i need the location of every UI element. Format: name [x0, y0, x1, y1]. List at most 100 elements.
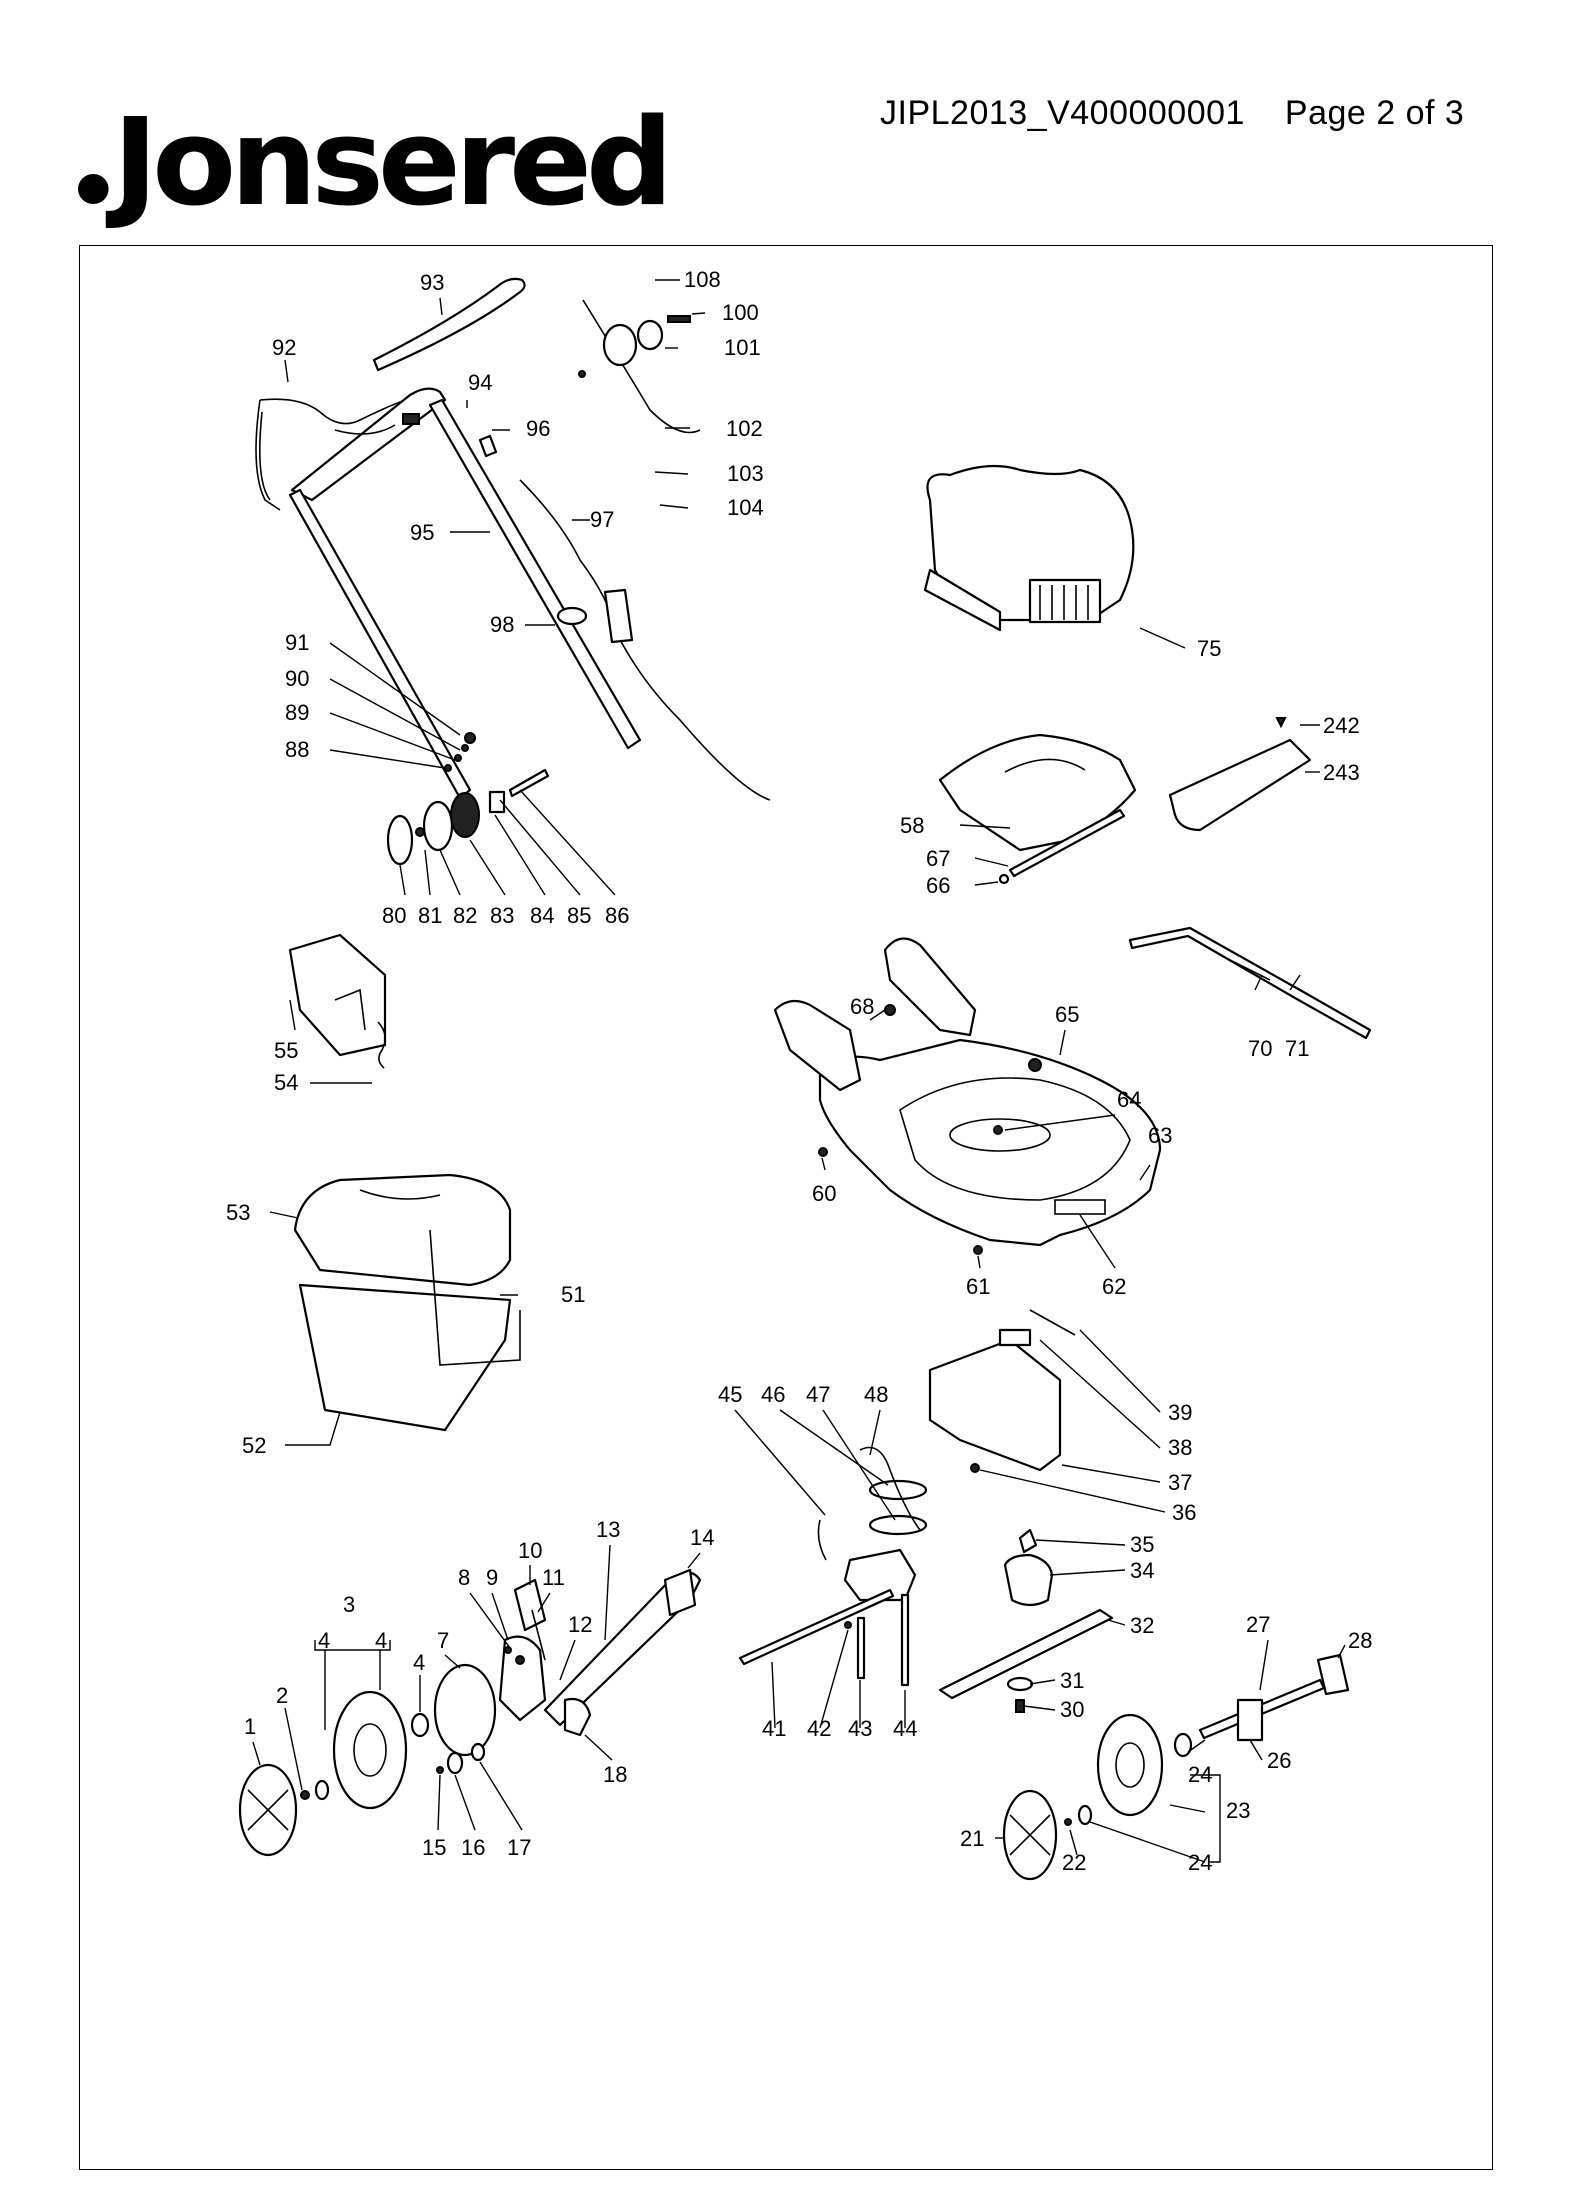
callout-3: 3	[343, 1592, 355, 1617]
callout-39: 39	[1168, 1400, 1192, 1425]
callout-17: 17	[507, 1835, 531, 1860]
rear-bail	[1128, 926, 1372, 1040]
deck-hub	[949, 1118, 1051, 1152]
part-85-bracket	[488, 790, 506, 814]
part-12-bracket	[498, 1635, 547, 1722]
callout-90: 90	[285, 666, 309, 691]
callout-53: 53	[226, 1200, 250, 1225]
callout-100: 100	[722, 300, 759, 325]
callout-27: 27	[1246, 1612, 1270, 1637]
callout-22: 22	[1062, 1850, 1086, 1875]
callout-98: 98	[490, 612, 514, 637]
part-2-nut	[300, 1790, 310, 1800]
part-24-bearing-b	[1077, 1804, 1093, 1826]
callout-93: 93	[420, 270, 444, 295]
callout-94: 94	[468, 370, 492, 395]
handle-assembly	[255, 277, 771, 801]
callout-96: 96	[526, 416, 550, 441]
callout-64: 64	[1117, 1087, 1141, 1112]
engine-base	[923, 568, 1002, 632]
part-15-washer	[436, 1766, 444, 1774]
part-65-bolt	[1028, 1058, 1042, 1072]
callout-30: 30	[1060, 1697, 1084, 1722]
callout-65: 65	[1055, 1002, 1079, 1027]
part-98-clip	[556, 606, 588, 626]
part-58-engine-cover	[938, 733, 1137, 852]
part-35-key	[1018, 1528, 1038, 1554]
callout-47: 47	[806, 1382, 830, 1407]
callout-24a: 24	[1188, 1762, 1212, 1787]
callout-71: 71	[1285, 1036, 1309, 1061]
part-71-bail	[1128, 926, 1372, 1040]
callout-85: 85	[567, 903, 591, 928]
grass-catcher	[293, 1173, 521, 1432]
part-24-bearing-a	[1173, 1732, 1193, 1758]
callout-67: 67	[926, 846, 950, 871]
blade-assembly	[938, 1528, 1114, 1713]
callout-243: 243	[1323, 760, 1360, 785]
callout-12: 12	[568, 1612, 592, 1637]
callout-43: 43	[848, 1716, 872, 1741]
callout-86: 86	[605, 903, 629, 928]
part-18-knob	[563, 1697, 592, 1737]
part-55-mulch-plug	[288, 933, 387, 1057]
callout-92: 92	[272, 335, 296, 360]
part-43-pin	[856, 1616, 866, 1680]
callout-108: 108	[684, 267, 721, 292]
leader-lines	[252, 279, 1346, 1863]
callout-82: 82	[453, 903, 477, 928]
part-37-housing	[928, 1338, 1062, 1472]
part-104-pin	[578, 370, 586, 378]
front-wheel-hub	[353, 1723, 387, 1777]
callout-11: 11	[542, 1565, 565, 1590]
part-91-screw	[464, 732, 476, 744]
part-82-knob	[422, 800, 454, 852]
logo-wordmark: Jonsered	[112, 94, 674, 233]
part-44-shaft	[900, 1593, 910, 1687]
part-9-washer	[504, 1646, 512, 1654]
callout-84: 84	[530, 903, 554, 928]
callout-102: 102	[726, 416, 763, 441]
callout-70: 70	[1248, 1036, 1272, 1061]
callout-45: 45	[718, 1382, 742, 1407]
part-51-catcher-frame	[429, 1229, 521, 1366]
part-102-throttle-cable	[582, 299, 701, 434]
part-42-screw	[844, 1621, 852, 1629]
front-axle	[238, 1568, 702, 1857]
part-32-blade	[938, 1608, 1114, 1700]
callout-labels: 93 92 94 96 108 100 101 102 103 104 97 9…	[226, 267, 1372, 1875]
hubcap-spokes	[1009, 1814, 1051, 1856]
callout-60: 60	[812, 1181, 836, 1206]
callout-4a: 4	[318, 1628, 330, 1653]
part-36-screw	[970, 1463, 980, 1473]
part-4-bearing-a	[410, 1712, 430, 1738]
part-61-screw	[973, 1245, 983, 1255]
part-39-strip	[1029, 1309, 1076, 1336]
callout-48: 48	[864, 1382, 888, 1407]
callout-80: 80	[382, 903, 406, 928]
callout-14: 14	[690, 1525, 714, 1550]
part-31-washer	[1006, 1676, 1034, 1692]
callout-52: 52	[242, 1433, 266, 1458]
callout-42: 42	[807, 1716, 831, 1741]
deck-opening	[899, 1077, 1131, 1201]
document-id: JIPL2013_V400000001	[880, 94, 1245, 132]
callout-75: 75	[1197, 636, 1221, 661]
callout-28: 28	[1348, 1628, 1372, 1653]
callout-88: 88	[285, 737, 309, 762]
callout-26: 26	[1267, 1748, 1291, 1773]
callout-68: 68	[850, 994, 874, 1019]
callout-8: 8	[458, 1565, 470, 1590]
part-4-bearing-b	[314, 1779, 330, 1801]
callout-31: 31	[1060, 1668, 1084, 1693]
part-53-catcher-top	[293, 1173, 512, 1287]
cover-ridge	[1004, 758, 1086, 773]
part-38-plate	[998, 1328, 1032, 1347]
part-63-deck	[818, 1038, 1162, 1247]
callout-51: 51	[561, 1282, 585, 1307]
part-95-handle-bar	[428, 398, 642, 750]
fin-lines	[1039, 585, 1089, 620]
handle-knob-stack	[386, 732, 550, 866]
callout-46: 46	[761, 1382, 785, 1407]
